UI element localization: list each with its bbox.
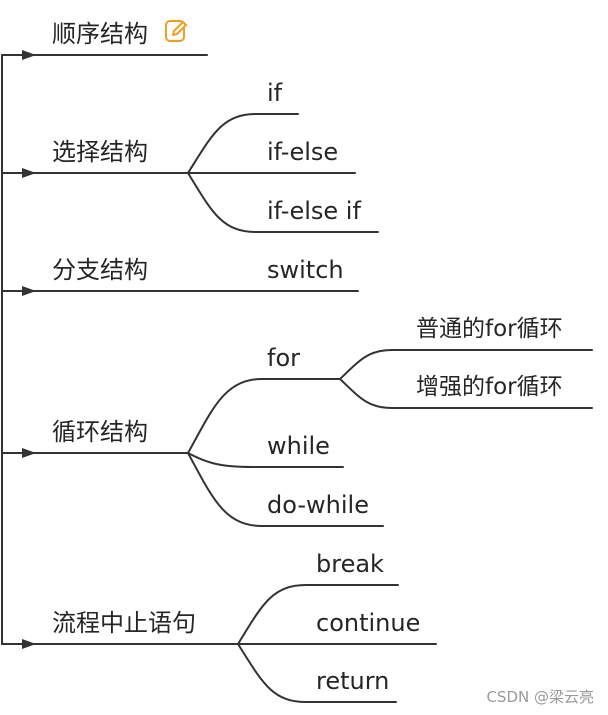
node-for: for <box>267 344 300 372</box>
node-sequential: 顺序结构 <box>52 20 148 48</box>
connector-if <box>187 113 299 174</box>
node-branch: 分支结构 <box>52 256 148 284</box>
node-return: return <box>316 667 390 695</box>
connector-normal-for <box>339 349 593 380</box>
node-continue: continue <box>316 609 421 637</box>
connector-enhanced-for <box>339 378 593 409</box>
node-loop: 循环结构 <box>52 418 148 446</box>
arrowhead-sequential <box>22 50 36 60</box>
node-flow-stop: 流程中止语句 <box>52 609 196 637</box>
node-break: break <box>316 550 384 578</box>
node-do-while: do-while <box>267 491 369 519</box>
connector-while <box>187 452 344 468</box>
connector-for <box>187 378 341 454</box>
node-selection: 选择结构 <box>52 138 148 166</box>
node-if-else: if-else <box>267 138 339 166</box>
connector-do-while <box>187 452 384 527</box>
connector-return <box>237 643 397 703</box>
edit-pencil-icon[interactable] <box>164 18 188 44</box>
arrowhead-loop <box>22 448 36 458</box>
node-if-else-if: if-else if <box>267 197 361 225</box>
node-while: while <box>267 432 330 460</box>
connector-break <box>237 584 399 645</box>
arrowhead-selection <box>22 168 36 178</box>
arrowhead-branch <box>22 286 36 296</box>
arrowhead-flow-stop <box>22 639 36 649</box>
node-if: if <box>267 79 283 107</box>
node-switch: switch <box>267 256 344 284</box>
connector-if-else-if <box>187 172 379 233</box>
watermark: CSDN @梁云亮 <box>486 688 594 706</box>
node-normal-for: 普通的for循环 <box>416 316 563 342</box>
node-enhanced-for: 增强的for循环 <box>416 374 563 400</box>
